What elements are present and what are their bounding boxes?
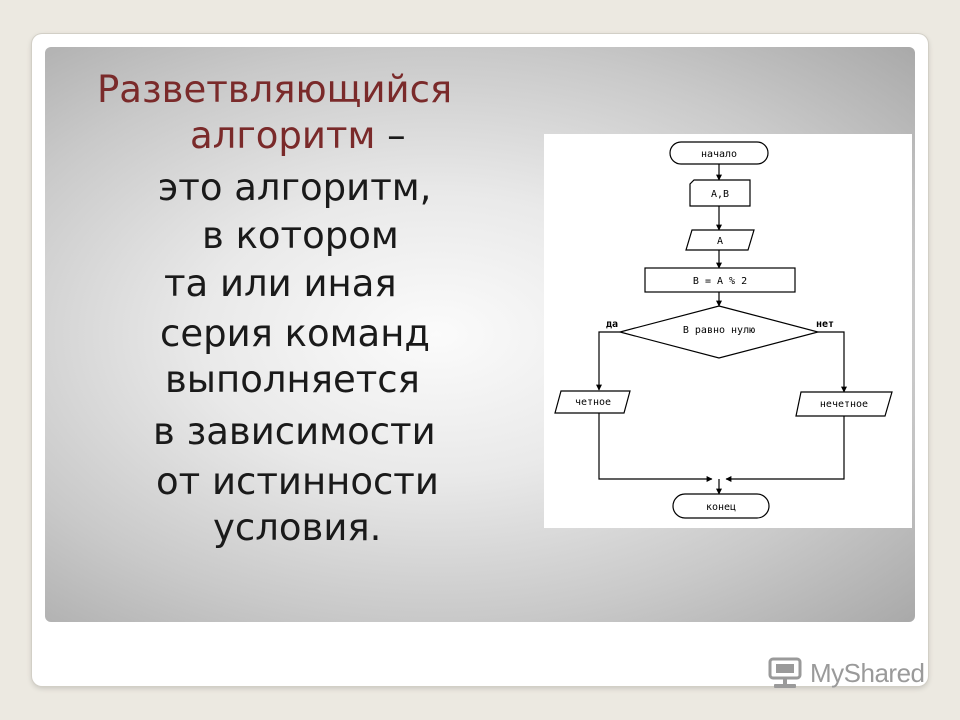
flow-no-branch-label: нечетное bbox=[820, 399, 868, 410]
slide-title-dash: – bbox=[375, 114, 406, 157]
flow-input-shape bbox=[689, 179, 751, 207]
slide-body-line: условия. bbox=[213, 506, 382, 549]
flow-yes-connector bbox=[596, 331, 620, 391]
flow-merge-left bbox=[598, 413, 713, 482]
flowchart-image: начало A,B A B = A % 2 B равно нулю да н… bbox=[544, 134, 912, 528]
flow-process-shape bbox=[644, 267, 796, 293]
flow-end-label: конец bbox=[706, 502, 736, 513]
flow-start-label: начало bbox=[701, 149, 737, 160]
flow-input-label: A,B bbox=[711, 189, 729, 200]
myshared-logo-icon bbox=[768, 657, 802, 688]
flow-output-shape bbox=[685, 229, 755, 251]
flow-process-label: B = A % 2 bbox=[693, 276, 747, 287]
flowchart-svg: начало A,B A B = A % 2 B равно нулю да н… bbox=[554, 141, 893, 519]
flow-decision-shape bbox=[617, 305, 821, 359]
flow-no-label: нет bbox=[816, 319, 834, 330]
flow-merge-right bbox=[725, 416, 845, 482]
flow-yes-branch-label: четное bbox=[575, 397, 611, 408]
slide-body-line: выполняется bbox=[165, 358, 420, 401]
slide-body-line: серия команд bbox=[160, 312, 431, 355]
flow-output-label: A bbox=[717, 236, 723, 247]
flow-no-shape bbox=[795, 391, 893, 417]
watermark-text: MyShared bbox=[810, 657, 925, 688]
watermark: MyShared bbox=[768, 656, 925, 690]
slide-body-line: это алгоритм, bbox=[158, 166, 432, 209]
slide-title-term: алгоритм bbox=[190, 114, 376, 157]
flow-end-shape bbox=[672, 493, 770, 519]
slide-body-line: та или иная bbox=[164, 262, 397, 305]
slide-body-line: в котором bbox=[202, 214, 399, 257]
flow-yes-shape bbox=[554, 390, 631, 414]
slide-title-line-2: алгоритм – bbox=[190, 114, 406, 158]
slide-body-line: от истинности bbox=[156, 460, 439, 503]
flow-yes-label: да bbox=[606, 319, 618, 330]
slide-body-line: в зависимости bbox=[153, 410, 436, 453]
flow-decision-label: B равно нулю bbox=[683, 325, 755, 336]
flow-no-connector bbox=[818, 331, 847, 393]
slide-title-line-1: Разветвляющийся bbox=[97, 68, 453, 111]
